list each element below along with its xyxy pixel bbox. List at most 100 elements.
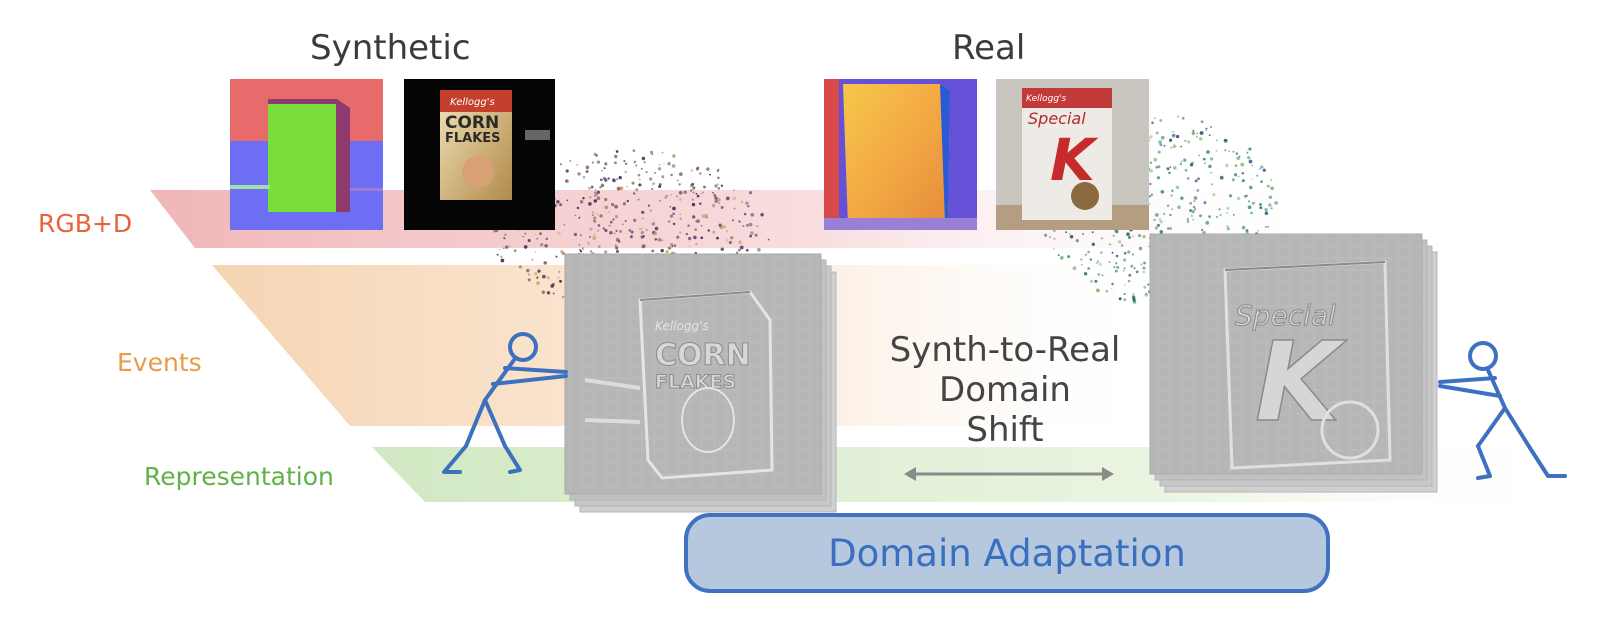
event-point: [1153, 117, 1156, 120]
event-point: [1091, 231, 1094, 234]
domain-shift-label: Synth-to-Real Domain Shift: [870, 330, 1140, 450]
event-point: [1169, 138, 1173, 142]
event-point: [1199, 131, 1204, 135]
event-point: [1248, 159, 1253, 164]
event-point: [1160, 135, 1165, 140]
event-point: [559, 279, 562, 283]
event-point: [596, 229, 600, 232]
event-point: [703, 185, 706, 189]
event-point: [1192, 133, 1195, 136]
event-point: [643, 161, 646, 164]
real-event-title: Special: [1235, 299, 1336, 332]
event-point: [1113, 266, 1116, 269]
event-point: [615, 246, 619, 250]
event-point: [673, 244, 677, 247]
event-point: [550, 284, 555, 288]
event-point: [717, 187, 720, 190]
event-point: [671, 164, 676, 168]
event-point: [1094, 279, 1098, 283]
event-point: [1232, 150, 1235, 153]
event-point: [1081, 232, 1085, 236]
event-point: [626, 199, 629, 203]
event-point: [672, 222, 676, 226]
event-point: [1180, 196, 1184, 200]
event-point: [1091, 242, 1095, 246]
real-depth-image: [824, 79, 977, 230]
event-point: [590, 185, 594, 189]
event-point: [1118, 297, 1122, 301]
event-point: [687, 224, 690, 227]
event-point: [1218, 208, 1221, 211]
event-point: [1219, 175, 1224, 180]
event-point: [574, 214, 577, 217]
event-point: [730, 241, 733, 244]
event-point: [536, 281, 540, 285]
event-point: [1173, 166, 1177, 170]
event-point: [679, 198, 682, 201]
synthetic-event-title-2: FLAKES: [655, 371, 736, 393]
event-point: [600, 183, 605, 188]
event-point: [591, 211, 595, 214]
event-point: [615, 229, 618, 232]
event-point: [1049, 236, 1051, 238]
event-point: [654, 238, 658, 241]
event-point: [669, 214, 673, 218]
event-point: [757, 247, 761, 252]
event-point: [672, 206, 676, 211]
event-point: [1111, 251, 1114, 254]
event-point: [729, 235, 734, 240]
event-point: [1226, 227, 1231, 231]
event-point: [596, 190, 600, 194]
event-point: [614, 215, 619, 219]
event-point: [504, 233, 507, 237]
event-point: [577, 172, 580, 175]
event-point: [1212, 193, 1216, 197]
event-point: [1194, 179, 1198, 183]
event-point: [1198, 154, 1201, 157]
event-point: [1123, 251, 1127, 255]
event-point: [1240, 162, 1245, 167]
event-point: [643, 235, 645, 238]
event-point: [657, 167, 662, 171]
event-point: [683, 190, 687, 194]
event-point: [1193, 199, 1196, 203]
event-point: [1210, 171, 1213, 174]
event-point: [687, 236, 692, 241]
event-point: [1236, 196, 1241, 201]
event-point: [1065, 231, 1067, 234]
event-point: [1187, 140, 1191, 144]
event-point: [651, 153, 654, 156]
event-point: [667, 162, 671, 166]
event-point: [1128, 273, 1132, 277]
event-point: [1205, 221, 1210, 225]
real-rgb-image: Kellogg's Special K: [996, 79, 1149, 230]
event-point: [1192, 205, 1196, 209]
event-point: [597, 224, 601, 227]
event-point: [1201, 228, 1204, 232]
event-point: [1170, 194, 1173, 197]
event-point: [1083, 272, 1088, 276]
event-point: [669, 206, 672, 208]
event-point: [619, 186, 624, 191]
event-point: [1216, 139, 1218, 142]
event-point: [1110, 287, 1113, 290]
event-point: [635, 188, 639, 192]
event-point: [1167, 227, 1170, 230]
domain-adaptation-box[interactable]: Domain Adaptation: [684, 513, 1330, 593]
event-point: [1257, 229, 1259, 232]
event-point: [651, 187, 654, 190]
event-point: [1087, 267, 1091, 270]
event-point: [640, 167, 643, 170]
event-point: [1250, 178, 1253, 181]
event-point: [670, 174, 673, 177]
event-point: [1183, 158, 1187, 162]
event-point: [1117, 240, 1122, 244]
event-point: [496, 253, 499, 256]
event-point: [1157, 165, 1161, 169]
event-point: [1123, 284, 1126, 287]
event-point: [1259, 203, 1262, 206]
event-point: [1184, 168, 1188, 172]
event-point: [714, 196, 718, 200]
domain-adaptation-label: Domain Adaptation: [828, 531, 1186, 575]
event-point: [589, 235, 591, 238]
